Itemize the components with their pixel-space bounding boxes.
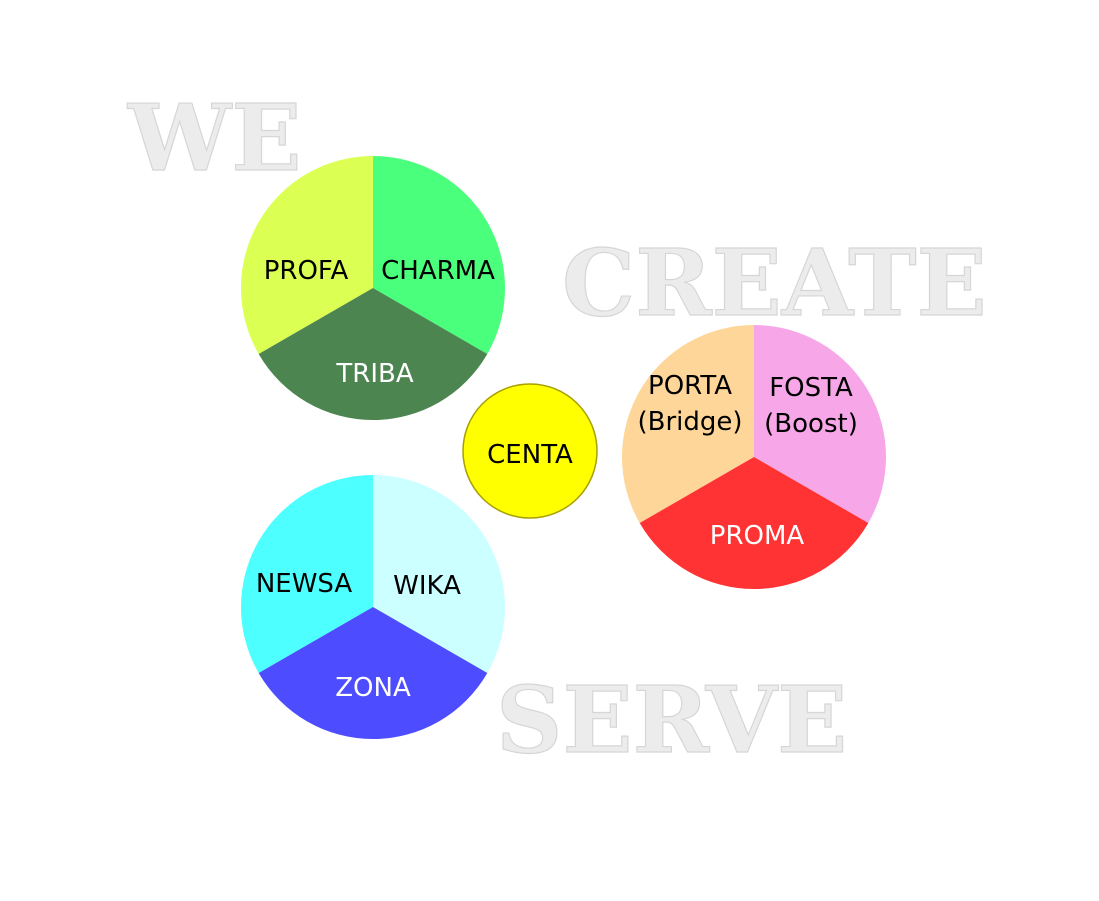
segment-fosta xyxy=(754,325,887,523)
cluster-right: PORTA (Bridge) FOSTA (Boost) PROMA xyxy=(621,325,887,590)
segment-label-charma: CHARMA xyxy=(381,256,495,286)
segment-label-zona: ZONA xyxy=(335,673,411,703)
segment-label-line: TRIBA xyxy=(335,359,413,389)
segment-porta xyxy=(621,325,754,523)
segment-label-line: NEWSA xyxy=(256,569,353,599)
clusters: PROFA CHARMA TRIBA PORTA (Bridge) FOSTA (Boost… xyxy=(240,155,887,740)
background-words: WE CREATE SERVE xyxy=(126,83,987,774)
background-word-serve: SERVE xyxy=(496,666,847,774)
segment-wika xyxy=(373,475,506,673)
segment-label-proma: PROMA xyxy=(710,521,805,551)
center-circle xyxy=(462,383,598,519)
cluster-top-left: PROFA CHARMA TRIBA xyxy=(240,155,506,421)
background-word-we: WE xyxy=(127,84,301,192)
segment-label-line: FOSTA xyxy=(769,373,853,403)
cluster-bottom-left: NEWSA WIKA ZONA xyxy=(240,475,506,740)
background-word-create: CREATE xyxy=(562,229,987,337)
segment-label-line: ZONA xyxy=(335,673,411,703)
segment-label-line: WIKA xyxy=(393,571,461,601)
segment-label-line: CHARMA xyxy=(381,256,495,286)
segment-label-line: (Boost) xyxy=(764,409,858,439)
segment-profa xyxy=(240,156,373,354)
center-label: CENTA xyxy=(487,440,573,470)
segment-newsa xyxy=(240,475,373,673)
segment-label-line: PROFA xyxy=(264,256,349,286)
segment-label-triba: TRIBA xyxy=(335,359,413,389)
segment-label-wika: WIKA xyxy=(393,571,461,601)
segment-triba xyxy=(258,288,488,421)
segment-label-profa: PROFA xyxy=(264,256,349,286)
segment-proma xyxy=(639,457,869,590)
segment-label-line: (Bridge) xyxy=(637,407,742,437)
segment-label-line: PORTA xyxy=(648,371,732,401)
center-node: CENTA xyxy=(462,383,598,519)
segment-label-newsa: NEWSA xyxy=(256,569,353,599)
segment-zona xyxy=(258,607,488,740)
segment-label-line: PROMA xyxy=(710,521,805,551)
segment-label-porta: PORTA (Bridge) xyxy=(637,371,742,437)
segment-charma xyxy=(373,155,506,354)
segment-label-fosta: FOSTA (Boost) xyxy=(764,373,858,439)
